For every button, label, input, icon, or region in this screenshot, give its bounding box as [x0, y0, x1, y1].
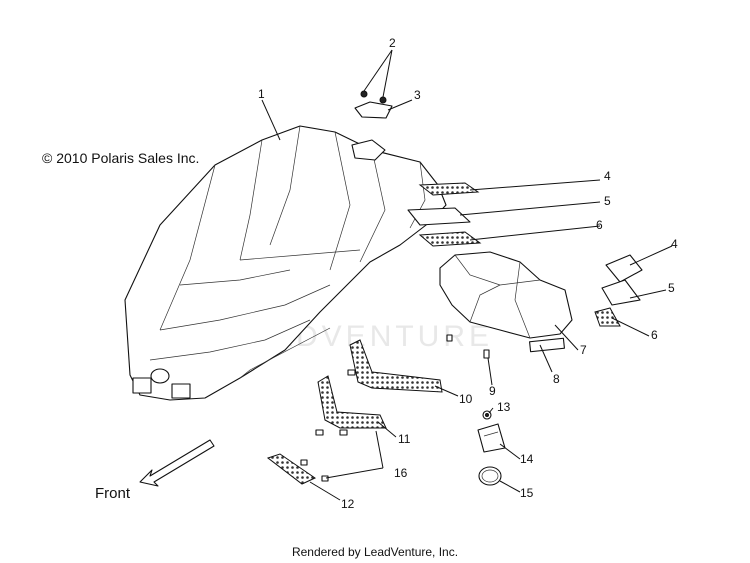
- callout-10: 10: [459, 392, 473, 406]
- grille-11: [317, 375, 387, 429]
- copyright-text: © 2010 Polaris Sales Inc.: [42, 150, 200, 166]
- right-vents: [594, 254, 643, 327]
- callouts: 1 2 3 4 5 6 4 5 6 7 8 9 10 11 12 13 14 1…: [258, 36, 678, 511]
- latch-14: [477, 423, 506, 453]
- callout-6b: 6: [651, 328, 658, 342]
- airbox-part: [439, 251, 573, 353]
- callout-4a: 4: [604, 169, 611, 183]
- callout-14: 14: [520, 452, 534, 466]
- footer-credit: Rendered by LeadVenture, Inc.: [291, 545, 459, 559]
- ring-15: [478, 466, 502, 486]
- front-arrow: [139, 439, 215, 487]
- front-label: Front: [95, 485, 131, 502]
- callout-12: 12: [341, 497, 355, 511]
- callout-8: 8: [553, 372, 560, 386]
- callout-4b: 4: [671, 237, 678, 251]
- callout-15: 15: [520, 486, 534, 500]
- hood-part: [124, 125, 447, 401]
- grille-12: [266, 453, 317, 485]
- callout-5b: 5: [668, 281, 675, 295]
- upper-pads: [407, 182, 482, 247]
- callout-1: 1: [258, 87, 265, 101]
- leader-lines: [261, 49, 673, 501]
- callout-5a: 5: [604, 194, 611, 208]
- callout-13: 13: [497, 400, 511, 414]
- callout-7: 7: [580, 343, 587, 357]
- callout-3: 3: [414, 88, 421, 102]
- bracket-part: [354, 90, 393, 119]
- fastener-13: [482, 410, 492, 420]
- callout-6a: 6: [596, 218, 603, 232]
- callout-9: 9: [489, 384, 496, 398]
- grille-10: [349, 339, 443, 393]
- callout-2: 2: [389, 36, 396, 50]
- callout-11: 11: [398, 432, 411, 446]
- callout-16: 16: [394, 466, 408, 480]
